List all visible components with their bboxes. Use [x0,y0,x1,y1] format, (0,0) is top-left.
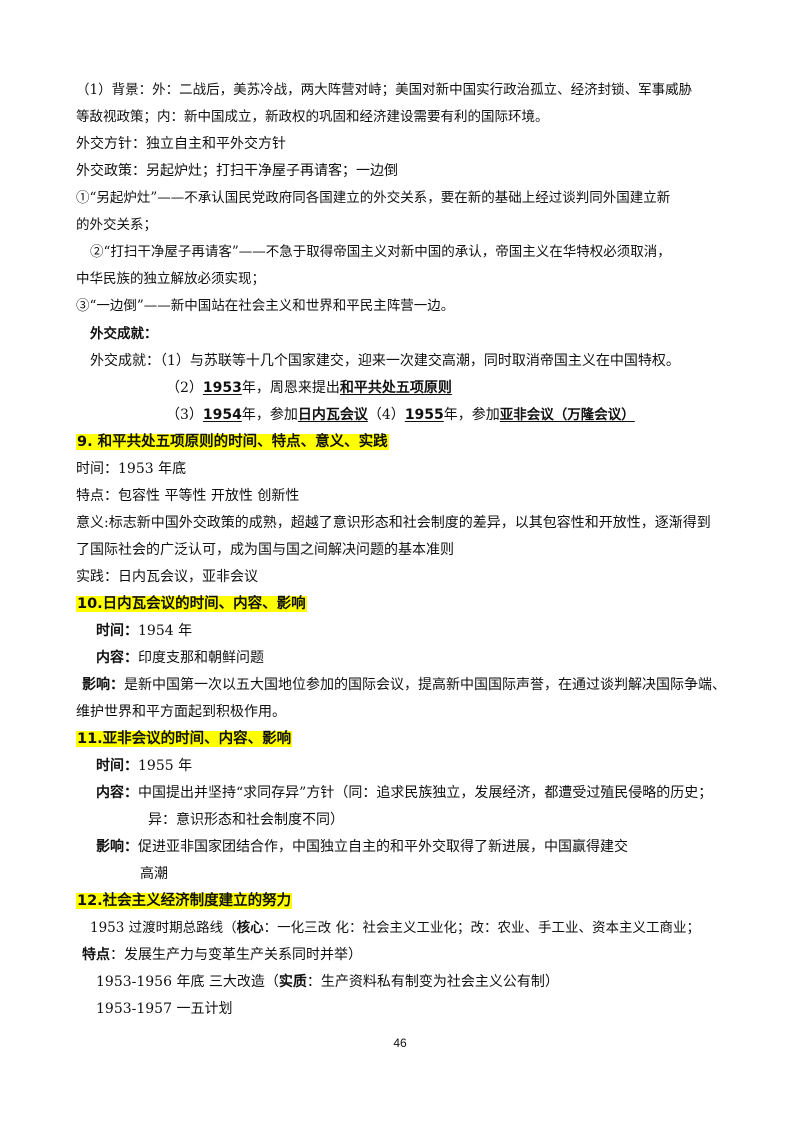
section-12-line-1-rest: ：一化三改 化：社会主义工业化；改：农业、手工业、资本主义工商业； [263,920,700,936]
page-number: 46 [393,1036,407,1050]
achievement-2-mid: 年，周恩来提出 [241,380,340,396]
section-11-impact-line-2: 高潮 [140,866,168,882]
section-10-content: 内容：印度支那和朝鲜问题 [96,648,264,668]
section-10-impact-line-1: 影响：是新中国第一次以五大国地位参加的国际会议，提高新中国国际声誉，在通过谈判解… [82,675,726,695]
achievement-3-prefix: （3） [166,407,203,423]
policy-2-line-1: ②“打扫干净屋子再请客”——不急于取得帝国主义对新中国的承认，帝国主义在华特权必… [90,244,671,260]
achievement-2: （2）1953年，周恩来提出和平共处五项原则 [166,378,452,398]
section-10-time: 时间：1954 年 [96,621,192,641]
section-11-title: 11.亚非会议的时间、内容、影响 [76,729,293,749]
achievement-3-year: 1954 [202,407,242,423]
section-11-content-line-1: 内容：中国提出并坚持“求同存异”方针（同：追求民族独立，发展经济，都遭受过殖民侵… [96,783,712,803]
section-12-title: 12.社会主义经济制度建立的努力 [76,891,293,911]
achievement-2-topic: 和平共处五项原则 [339,380,452,396]
section-9-time: 时间：1953 年底 [76,461,187,477]
policy-1-line-2: 的外交关系； [76,217,157,233]
achievement-3-topic: 日内瓦会议 [297,407,368,423]
foreign-policies: 外交政策：另起炉灶；打扫干净屋子再请客；一边倒 [76,163,398,179]
section-10-impact-line-2: 维护世界和平方面起到积极作用。 [76,704,286,720]
section-10-content-value: 印度支那和朝鲜问题 [138,650,264,666]
section-9-title: 9. 和平共处五项原则的时间、特点、意义、实践 [76,432,389,452]
section-10-time-value: 1954 年 [138,623,193,639]
section-9-meaning-line-2: 了国际社会的广泛认可，成为国与国之间解决问题的基本准则 [76,542,454,558]
foreign-guideline: 外交方针：独立自主和平外交方针 [76,136,286,152]
section-11-impact-line-1: 影响：促进亚非国家团结合作，中国独立自主的和平外交取得了新进展，中国赢得建交 [96,837,628,857]
section-10-impact-label: 影响： [82,677,124,693]
achievements-heading: 外交成就： [90,326,158,342]
section-10-title: 10.日内瓦会议的时间、内容、影响 [76,594,307,614]
section-11-content-line-2: 异：意识形态和社会制度不同） [148,812,344,828]
achievement-2-prefix: （2） [166,380,203,396]
section-10-title-text: 10.日内瓦会议的时间、内容、影响 [76,596,307,612]
section-12-line-2: 特点：发展生产力与变革生产关系同时并举） [82,945,362,965]
section-12-feature-label: 特点 [82,947,110,963]
section-11-time-label: 时间： [96,758,138,774]
section-10-content-label: 内容： [96,650,138,666]
section-12-line-1-prefix: 1953 过渡时期总路线（ [90,920,237,936]
section-12-line-2-rest: ：发展生产力与变革生产关系同时并举） [110,947,362,963]
section-12-line-4: 1953-1957 一五计划 [96,1001,233,1017]
achievement-4-prefix: （4） [367,407,405,423]
section-9-meaning-line-1: 意义:标志新中国外交政策的成熟，超越了意识形态和社会制度的差异，以其包容性和开放… [76,515,711,531]
achievement-4-mid: 年，参加 [443,407,500,423]
achievement-3-4: （3）1954年，参加日内瓦会议（4）1955年，参加亚非会议（万隆会议） [166,405,635,425]
policy-3: ③“一边倒”——新中国站在社会主义和世界和平民主阵营一边。 [76,298,455,314]
section-12-core-label: 核心 [236,920,264,936]
section-11-impact-text-1: 促进亚非国家团结合作，中国独立自主的和平外交取得了新进展，中国赢得建交 [138,839,628,855]
background-line-1: （1）背景：外：二战后，美苏冷战，两大阵营对峙；美国对新中国实行政治孤立、经济封… [76,82,693,98]
section-12-line-3-prefix: 1953-1956 年底 三大改造（ [96,974,279,990]
achievement-1: 外交成就：（1）与苏联等十几个国家建交，迎来一次建交高潮，同时取消帝国主义在中国… [90,353,680,369]
section-10-impact-text-1: 是新中国第一次以五大国地位参加的国际会议，提高新中国国际声誉，在通过谈判解决国际… [124,677,726,693]
section-12-line-3-rest: ：生产资料私有制变为社会主义公有制） [306,974,559,990]
section-12-line-1: 1953 过渡时期总路线（核心：一化三改 化：社会主义工业化；改：农业、手工业、… [90,918,700,938]
section-12-essence-label: 实质 [278,974,307,990]
background-line-2: 等敌视政策；内：新中国成立，新政权的巩固和经济建设需要有利的国际环境。 [76,109,549,125]
section-12-line-3: 1953-1956 年底 三大改造（实质：生产资料私有制变为社会主义公有制） [96,972,559,992]
achievement-4-year: 1955 [404,407,444,423]
achievement-2-year: 1953 [202,380,242,396]
section-11-time: 时间：1955 年 [96,756,192,776]
section-9-features: 特点：包容性 平等性 开放性 创新性 [76,488,300,504]
policy-1-line-1: ①“另起炉灶”——不承认国民党政府同各国建立的外交关系，要在新的基础上经过谈判同… [76,190,671,206]
section-9-practice: 实践：日内瓦会议，亚非会议 [76,569,258,585]
section-11-impact-label: 影响： [96,839,138,855]
section-11-title-text: 11.亚非会议的时间、内容、影响 [76,731,293,747]
section-11-time-value: 1955 年 [138,758,193,774]
section-9-title-text: 9. 和平共处五项原则的时间、特点、意义、实践 [76,434,389,450]
section-11-content-text-1: 中国提出并坚持“求同存异”方针（同：追求民族独立，发展经济，都遭受过殖民侵略的历… [138,785,713,801]
section-10-time-label: 时间： [96,623,138,639]
section-11-content-label: 内容： [96,785,138,801]
achievement-3-mid: 年，参加 [241,407,298,423]
policy-2-line-2: 中华民族的独立解放必须实现； [76,271,265,287]
achievement-4-topic: 亚非会议（万隆会议） [499,407,635,423]
section-12-title-text: 12.社会主义经济制度建立的努力 [76,893,293,909]
